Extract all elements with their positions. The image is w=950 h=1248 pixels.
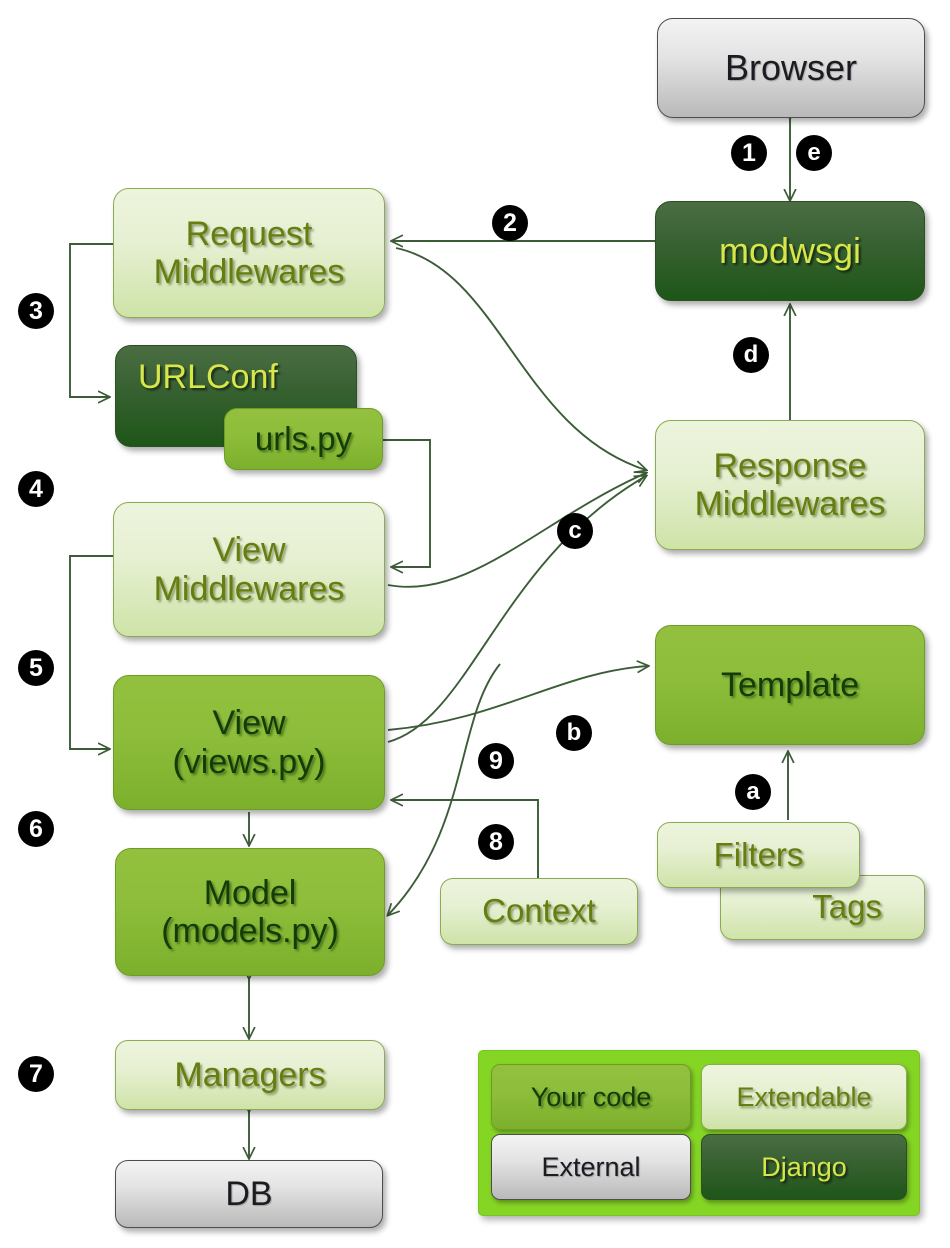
node-request-middlewares[interactable]: Request Middlewares — [113, 188, 385, 318]
badge-1-label: 1 — [742, 138, 756, 167]
node-browser-label: Browser — [724, 46, 858, 88]
node-template-label: Template — [721, 665, 859, 704]
node-view-middlewares-label: View Middlewares — [153, 531, 345, 608]
node-filters-label: Filters — [713, 835, 804, 873]
node-browser[interactable]: Browser — [657, 18, 925, 118]
edge-view-to-response-middlewares — [387, 476, 646, 743]
badge-9: 9 — [478, 743, 514, 779]
badge-4-label: 4 — [29, 474, 43, 503]
badge-6-label: 6 — [29, 814, 43, 843]
badge-d: d — [733, 337, 769, 373]
badge-3: 3 — [18, 293, 54, 329]
node-request-middlewares-label: Request Middlewares — [153, 214, 345, 291]
legend-django: Django — [701, 1134, 907, 1200]
badge-b-label: b — [566, 719, 582, 746]
edge-view-template — [387, 666, 648, 731]
node-db-label: DB — [225, 1174, 273, 1213]
badge-2: 2 — [492, 205, 528, 241]
badge-1: 1 — [731, 135, 767, 171]
node-view-label: View (views.py) — [172, 704, 326, 781]
node-template[interactable]: Template — [655, 625, 925, 745]
node-view[interactable]: View (views.py) — [113, 675, 385, 810]
edge-view-middlewares-to-response-middlewares — [387, 473, 646, 588]
legend-external: External — [491, 1134, 691, 1200]
node-modwsgi[interactable]: modwsgi — [655, 201, 925, 301]
node-filters[interactable]: Filters — [657, 822, 860, 888]
badge-a: a — [735, 774, 771, 810]
legend-your-code-label: Your code — [530, 1081, 652, 1112]
legend-extendable-label: Extendable — [736, 1081, 872, 1112]
node-modwsgi-label: modwsgi — [718, 229, 862, 271]
edge-view-middlewares-view — [69, 555, 113, 749]
node-view-middlewares[interactable]: View Middlewares — [113, 502, 385, 637]
badge-6: 6 — [18, 811, 54, 847]
badge-7-label: 7 — [29, 1059, 43, 1088]
legend-extendable: Extendable — [701, 1064, 907, 1130]
legend-django-label: Django — [761, 1151, 847, 1182]
node-context[interactable]: Context — [440, 878, 638, 945]
node-response-middlewares-label: Response Middlewares — [694, 446, 886, 523]
legend-external-label: External — [541, 1151, 641, 1182]
edge-request-middlewares-urlconf — [69, 243, 113, 397]
node-context-label: Context — [482, 892, 596, 930]
badge-5: 5 — [18, 650, 54, 686]
badge-5-label: 5 — [29, 653, 43, 682]
edge-urlspy-view-middlewares — [383, 439, 431, 567]
badge-8-label: 8 — [489, 827, 503, 856]
node-db[interactable]: DB — [115, 1160, 383, 1228]
node-urls-py-label: urls.py — [254, 419, 353, 457]
badge-a-label: a — [746, 778, 760, 805]
legend-your-code: Your code — [491, 1064, 691, 1130]
node-tags-label: Tags — [812, 888, 882, 926]
badge-b: b — [556, 715, 592, 751]
node-model[interactable]: Model (models.py) — [115, 848, 385, 976]
badge-8: 8 — [478, 824, 514, 860]
node-managers[interactable]: Managers — [115, 1040, 385, 1110]
badge-c-label: c — [568, 517, 582, 544]
badge-c: c — [557, 513, 593, 549]
badge-d-label: d — [743, 341, 759, 368]
node-response-middlewares[interactable]: Response Middlewares — [655, 420, 925, 550]
node-urls-py[interactable]: urls.py — [224, 408, 383, 470]
node-urlconf-label: URLConf — [138, 358, 278, 396]
badge-4: 4 — [18, 471, 54, 507]
badge-3-label: 3 — [29, 296, 43, 325]
edge-context-view — [392, 800, 539, 878]
badge-e: e — [796, 135, 832, 171]
legend-panel: Your code Extendable External Django — [478, 1050, 920, 1216]
edge-request-to-response-middlewares — [395, 247, 646, 470]
node-model-label: Model (models.py) — [161, 873, 339, 950]
badge-9-label: 9 — [489, 746, 503, 775]
badge-7: 7 — [18, 1056, 54, 1092]
badge-e-label: e — [807, 139, 821, 166]
node-managers-label: Managers — [174, 1055, 326, 1094]
badge-2-label: 2 — [503, 208, 517, 237]
